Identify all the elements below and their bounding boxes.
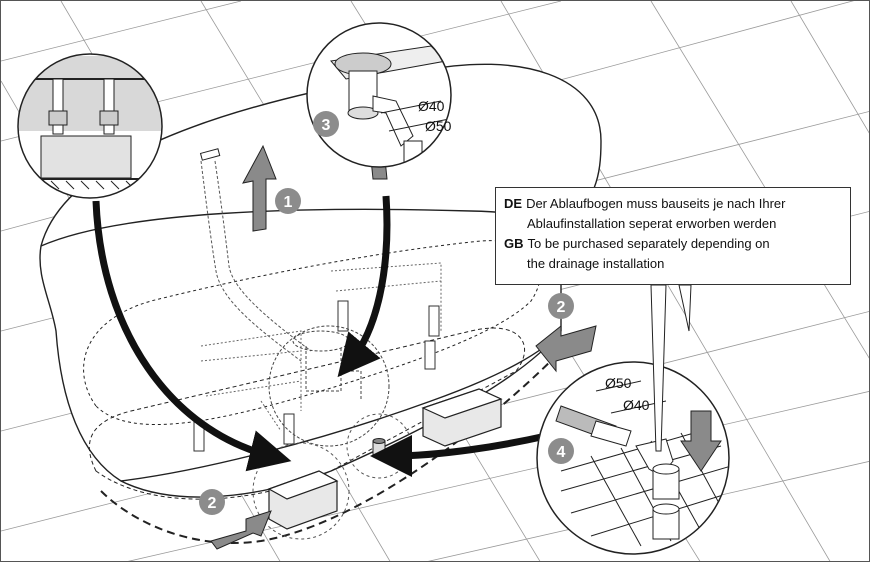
callout-gb-code: GB: [504, 236, 524, 251]
detail-drain: Ø50 Ø40: [536, 361, 730, 555]
detail4-dia-b: Ø40: [623, 397, 650, 413]
step4-number: 4: [557, 444, 566, 461]
push-arrow-left: [210, 510, 272, 550]
detail3-dia-b: Ø50: [425, 118, 452, 134]
step3-number: 3: [322, 117, 331, 134]
callout-pointer: [650, 284, 692, 452]
step2a-badge: [548, 293, 574, 319]
lift-arrow: [242, 144, 277, 232]
overflow-slot: [199, 148, 221, 161]
detail3-dia-a: Ø40: [418, 98, 445, 114]
callout-gb-text1: To be purchased separately depending on: [527, 236, 770, 251]
block-dashed-circle: [252, 442, 350, 540]
callout-gb-line2: the drainage installation: [527, 256, 665, 271]
overflow-pipe: [200, 160, 312, 362]
support-blocks: [267, 388, 503, 530]
push-arrow-right: [535, 324, 597, 373]
callout-de-text1: Der Ablaufbogen muss bauseits je nach Ih…: [526, 196, 786, 211]
support-feet: [193, 300, 440, 452]
step1-badge: [275, 188, 301, 214]
step2b-number: 2: [208, 495, 217, 512]
step3-badge: [313, 111, 339, 137]
detail4-dia-a: Ø50: [605, 375, 632, 391]
detail-waste: Ø40 Ø50: [306, 22, 452, 168]
callout-de-line2: Ablaufinstallation seperat erworben werd…: [527, 216, 777, 231]
step1-number: 1: [284, 194, 293, 211]
step-badges: 1 2 2 3 4: [199, 111, 574, 515]
step2a-number: 2: [557, 299, 566, 316]
support-frame: [200, 262, 442, 432]
black-arrows: [92, 195, 547, 477]
step2b-badge: [199, 489, 225, 515]
step4-badge: [548, 438, 574, 464]
callout-de-code: DE: [504, 196, 523, 211]
